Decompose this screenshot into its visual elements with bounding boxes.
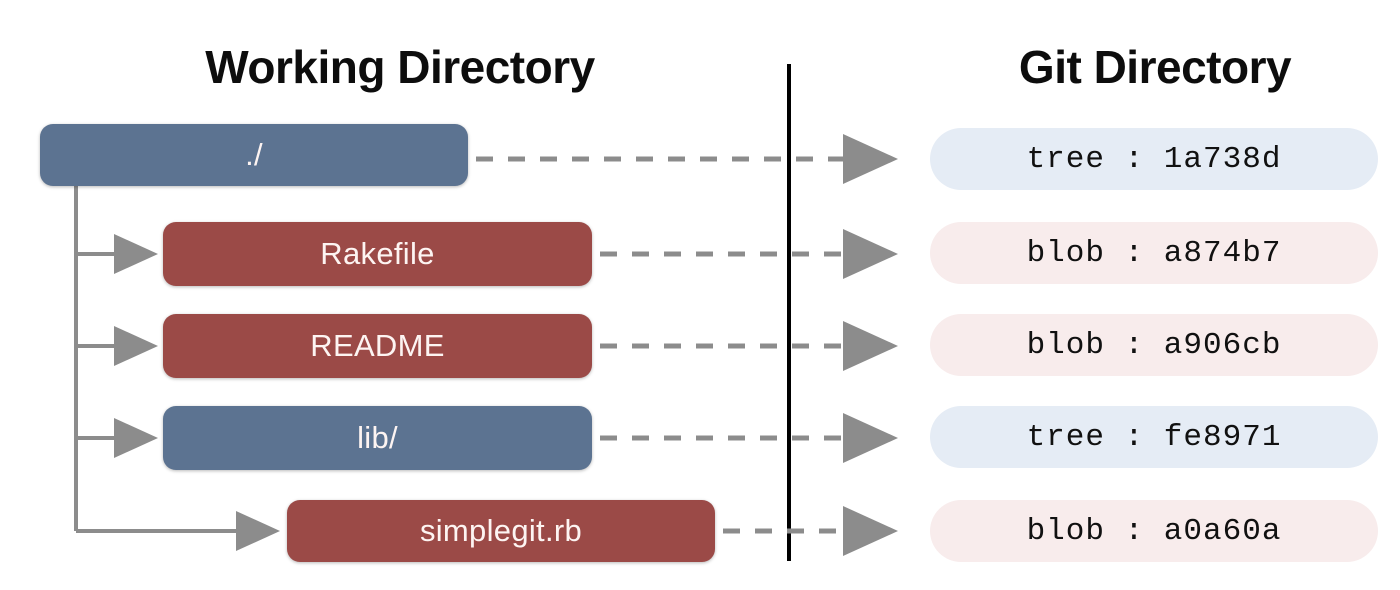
working-node-rakefile[interactable]: Rakefile — [163, 222, 592, 286]
working-node-label: README — [310, 328, 445, 363]
git-object-label: blob : a906cb — [1026, 327, 1282, 363]
working-node-root[interactable]: ./ — [40, 124, 468, 186]
working-node-label: lib/ — [357, 420, 398, 455]
git-object-label: tree : 1a738d — [1026, 141, 1282, 177]
git-object-blob-a0a60a[interactable]: blob : a0a60a — [930, 500, 1378, 562]
git-object-blob-a874b7[interactable]: blob : a874b7 — [930, 222, 1378, 284]
working-node-simplegit[interactable]: simplegit.rb — [287, 500, 715, 562]
working-node-label: Rakefile — [320, 236, 435, 271]
git-object-label: blob : a874b7 — [1026, 235, 1282, 271]
working-directory-heading: Working Directory — [205, 41, 595, 93]
git-object-tree-fe8971[interactable]: tree : fe8971 — [930, 406, 1378, 468]
working-node-readme[interactable]: README — [163, 314, 592, 378]
git-object-label: tree : fe8971 — [1026, 419, 1282, 455]
tree-branch-arrows — [76, 234, 280, 551]
git-object-label: blob : a0a60a — [1026, 513, 1282, 549]
working-node-label: ./ — [245, 137, 263, 172]
working-node-label: simplegit.rb — [419, 513, 583, 548]
vertical-divider — [787, 64, 791, 561]
git-object-tree-1a738d[interactable]: tree : 1a738d — [930, 128, 1378, 190]
git-object-blob-a906cb[interactable]: blob : a906cb — [930, 314, 1378, 376]
git-directory-heading: Git Directory — [1018, 41, 1292, 93]
working-node-lib[interactable]: lib/ — [163, 406, 592, 470]
